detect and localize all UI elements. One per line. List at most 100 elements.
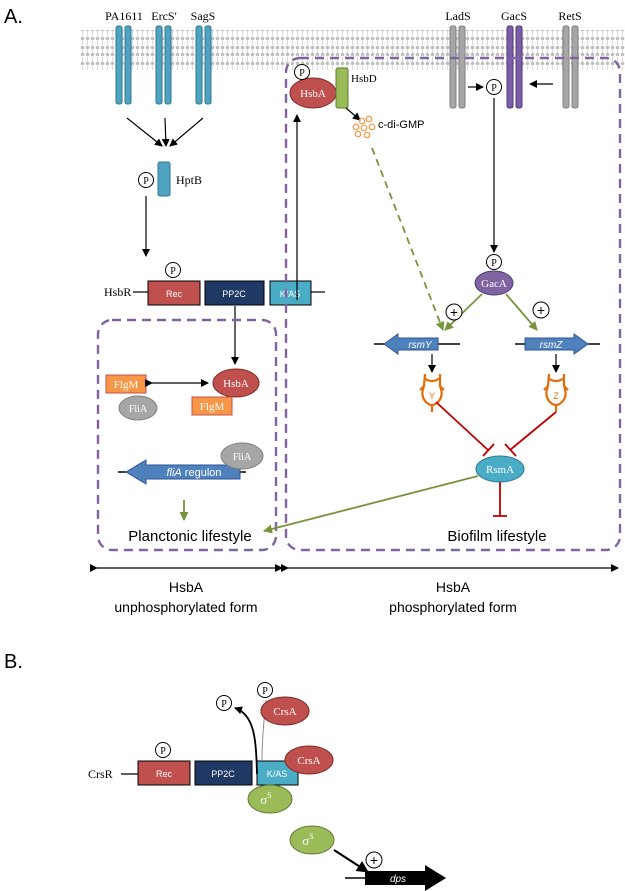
rna-z-label: Z [553,391,559,401]
flgm-flia-complex: FliA FlgM [105,374,158,421]
gacs-phospho: P [468,79,553,95]
crsr-pp2c-domain: PP2C [211,769,235,779]
phospho-gaca: P [491,258,497,269]
inhibition-z-rsma [504,411,557,457]
receptor-label-pa1611: PA1611 [105,9,143,23]
phospho-hsbr: P [170,266,176,277]
receptor-rets: RetS [558,9,582,109]
phospho-hsba: P [299,68,305,79]
gene-rsmz: rsmZ [515,333,600,355]
crsr-rec-domain: Rec [156,769,173,779]
flia-label-complex: FliA [129,404,148,415]
flgm-label-complex: FlgM [114,379,139,391]
hsbr: HsbR Rec PP2C K/AS P [104,262,325,306]
crsr-label: CrsR [88,767,113,781]
planctonic-lifestyle: Planctonic lifestyle [128,528,251,545]
gaca-label: GacA [481,278,507,290]
hptb-label: HptB [176,173,202,187]
crsa-top: CrsA [260,696,310,726]
flia-regulon-label: fliA regulon [166,467,221,479]
receptor-pa1611: PA1611 [105,9,143,105]
sigma-s-bound: σS [247,784,293,814]
svg-text:P: P [262,686,268,697]
hsbr-label: HsbR [104,285,131,299]
receptor-ercs: ErcS' [151,9,177,105]
sigma-s-free: σS [289,825,335,855]
inhibition-rsma-biofilm [493,482,507,517]
phospho-free [216,695,232,711]
receptor-label-ercs: ErcS' [151,9,177,23]
arrow-gaca-to-rsmy [444,293,483,331]
unphosphorylated-box [96,318,278,552]
crsr: CrsR Rec PP2C K/AS P [88,742,299,786]
receptor-lads: LadS [445,9,471,109]
svg-text:+: + [537,302,545,318]
hptb: P HptB [138,161,202,197]
sigma-label-bound: σS [260,791,271,807]
plus-rsmz: + [532,301,550,319]
svg-text:P: P [221,699,227,710]
phospho-crsa-top [257,682,273,698]
receptor-gacs: GacS [501,9,527,109]
receptor-to-hptb-arrows [126,117,204,147]
arrow-gaca-to-rsmz [505,293,538,331]
receptor-sags: SagS [191,9,216,105]
gene-rsmy: rsmY [374,333,460,355]
gene-flia-regulon: fliA regulon FliA [118,442,264,485]
biofilm-lifestyle: Biofilm lifestyle [447,528,546,545]
hsba-label-left: HsbA [223,378,249,390]
phospho-crsr: P [160,746,166,757]
phos-label-1: HsbA [436,579,471,595]
arrow-crsa-link [261,699,267,761]
crsa-label-bound: CrsA [297,755,320,767]
membrane [80,30,625,70]
arrow-hsbd-to-cdigmp [345,107,361,121]
receptors-left: PA1611 ErcS' SagS [105,9,216,105]
phosphorylated-box [284,56,622,552]
sigma-label-free: σS [302,832,313,848]
crsa-label-top: CrsA [273,706,296,718]
cdigmp [352,115,376,139]
phospho-hptb: P [143,176,149,187]
rsma: RsmA [475,455,525,483]
hsba-unphosphorylated: HsbA [212,368,260,398]
phospho-gacs: P [491,83,497,94]
unphos-label-1: HsbA [169,579,204,595]
dps-label: dps [390,874,406,885]
rsmy-label: rsmY [408,340,433,351]
rna-y: Y [419,373,445,412]
phos-label-2: phosphorylated form [389,599,517,615]
arrow-kas-to-p [234,706,258,775]
hsbd-label: HsbD [351,73,377,85]
inhibition-y-rsma [435,401,495,457]
plus-dps: + [365,851,383,869]
unphos-label-2: unphosphorylated form [114,599,257,615]
flgm-bound: FlgM [191,396,233,416]
hsbr-kas-domain: K/AS [280,289,301,299]
rsma-label: RsmA [486,464,514,476]
hsbr-pp2c-domain: PP2C [222,289,246,299]
crsa-bound: CrsA [284,745,334,775]
receptor-label-rets: RetS [558,9,581,23]
cdigmp-label: c-di-GMP [378,119,424,131]
crsr-kas-domain: K/AS [267,769,288,779]
rna-y-label: Y [429,391,435,401]
arrow-sigma-to-dps [333,849,369,873]
gaca: P GacA [474,254,514,296]
panel-a-label: A. [4,6,23,28]
receptors-right: LadS GacS RetS [445,9,582,109]
panel-b-label: B. [4,651,23,673]
receptor-label-lads: LadS [445,9,470,23]
hsba-phosphorylated: HsbA P HsbD [289,64,377,109]
svg-text:+: + [370,852,378,868]
hsba-label-top: HsbA [300,88,326,100]
receptor-label-gacs: GacS [501,9,527,23]
hsbr-rec-domain: Rec [166,289,183,299]
flgm-label-bound: FlgM [200,401,225,413]
arrow-cdigmp-to-rsmy [371,147,445,331]
rsmz-label: rsmZ [540,340,564,351]
receptor-label-sags: SagS [191,9,216,23]
svg-text:+: + [450,304,458,320]
flia-label-regulon: FliA [233,452,252,463]
